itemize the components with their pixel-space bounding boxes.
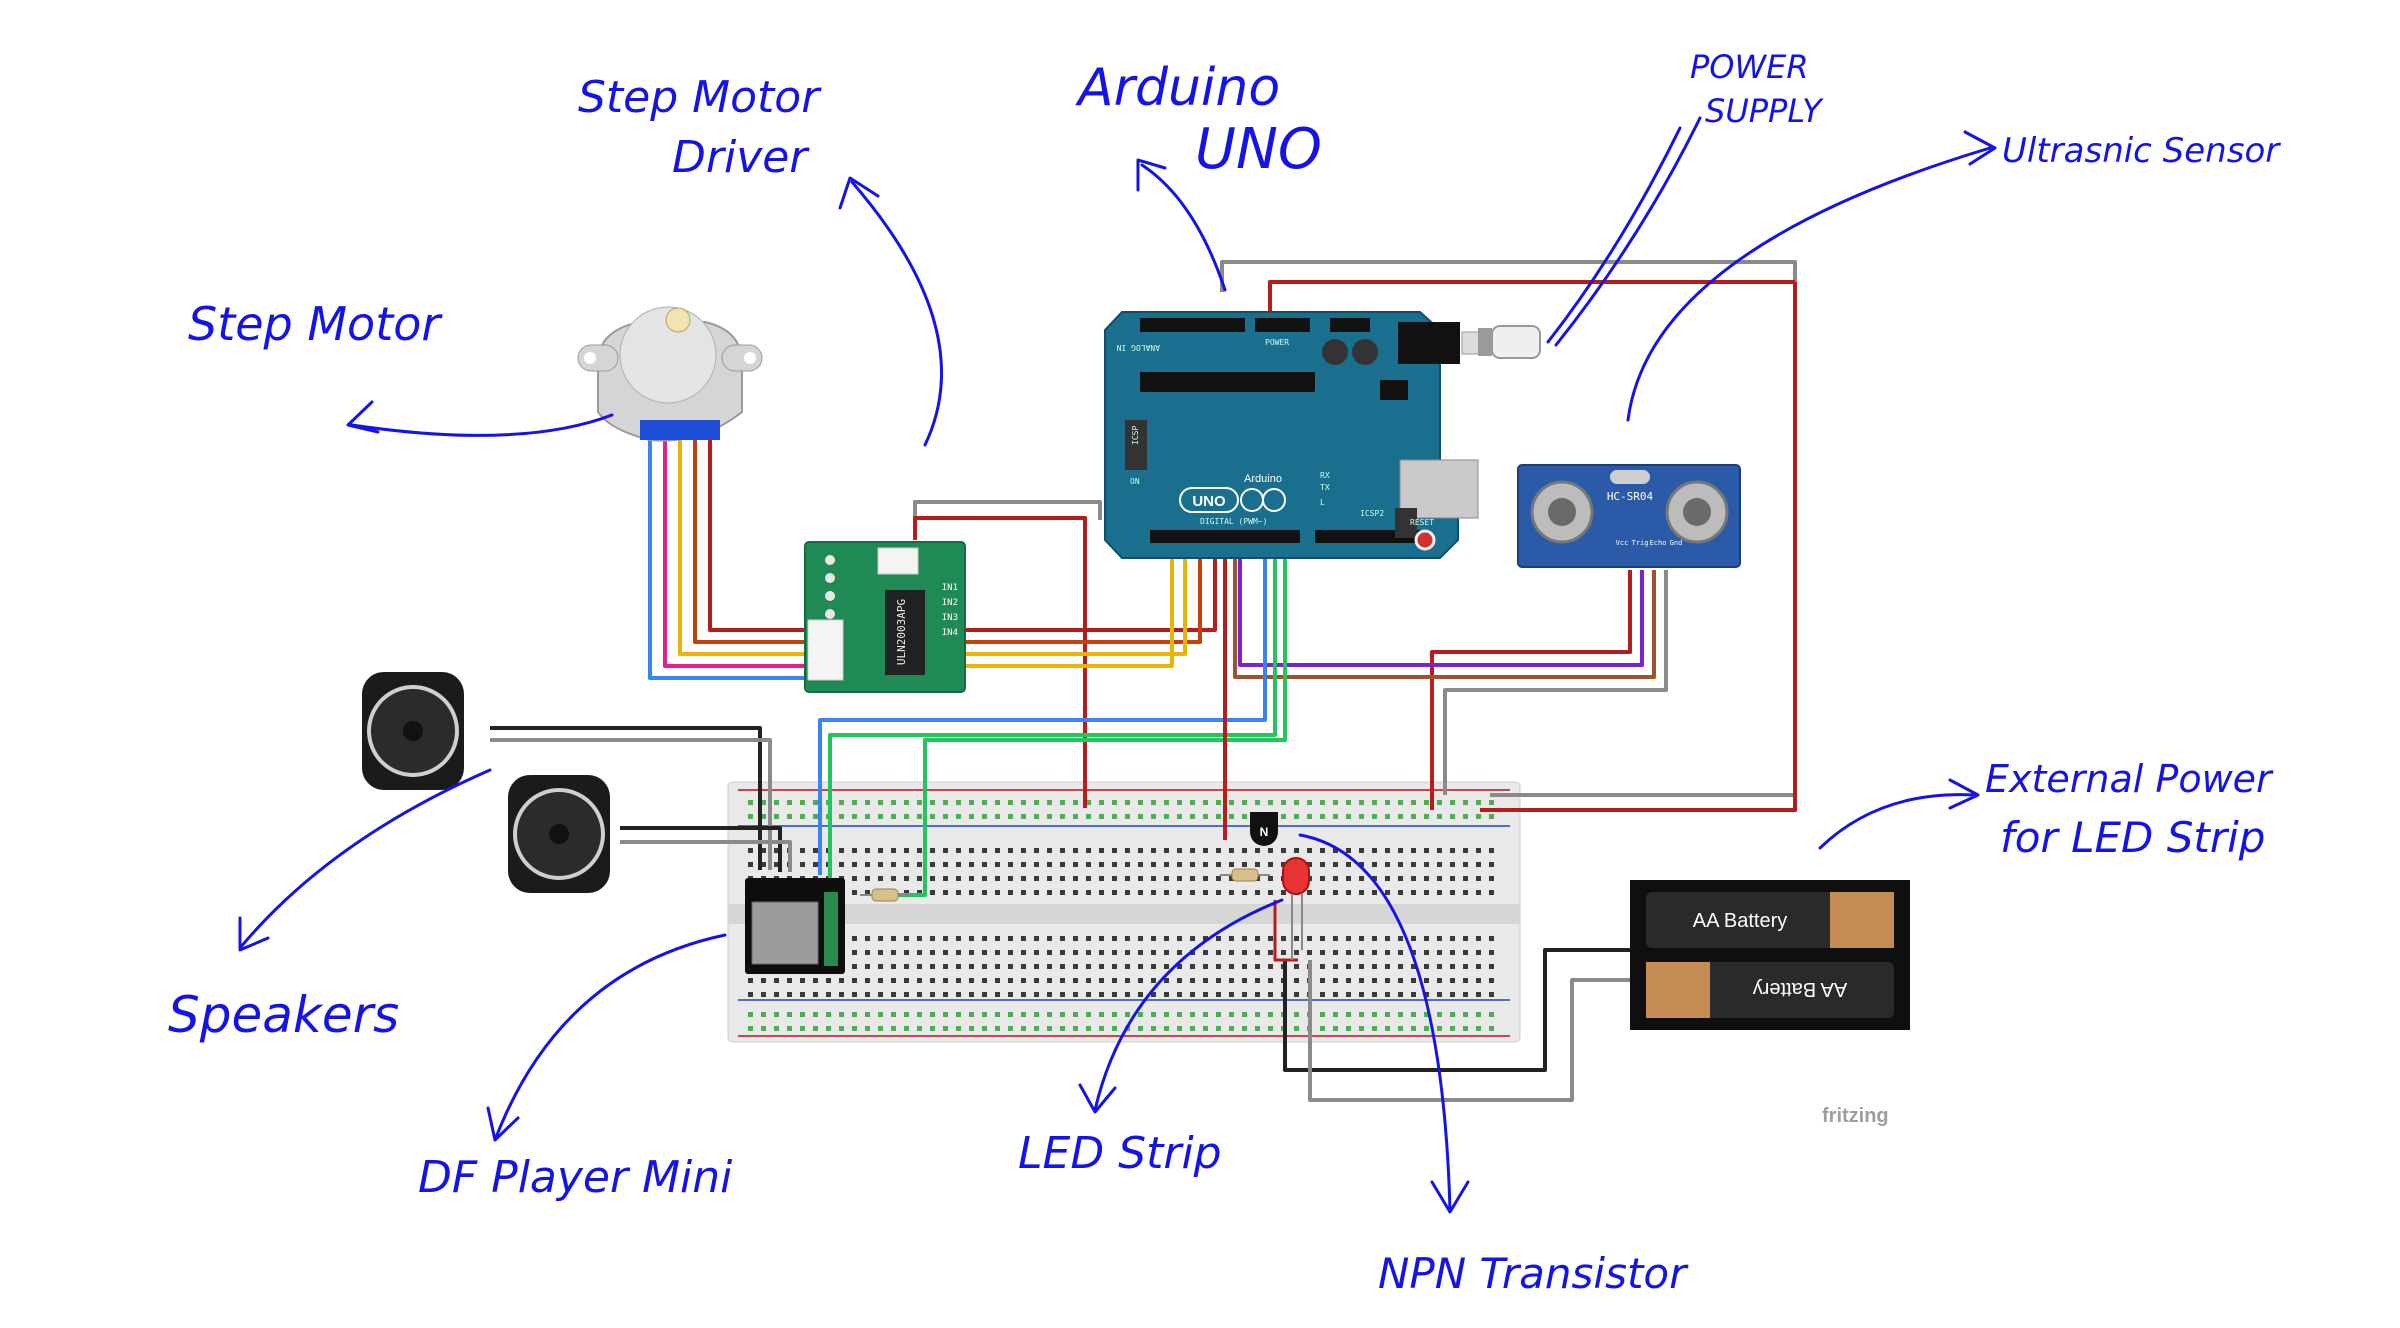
arduino-led-rx: RX — [1320, 471, 1330, 480]
arduino-icsp2-label: ICSP2 — [1360, 509, 1384, 518]
annotation-arrows — [238, 116, 1997, 1214]
step-motor — [577, 306, 763, 442]
npn-transistor: N — [1250, 812, 1278, 846]
arduino-led-on: ON — [1130, 477, 1140, 486]
arduino-header-digital: DIGITAL (PWM~) — [1200, 517, 1267, 526]
fritzing-watermark: fritzing — [1822, 1105, 1889, 1127]
wire-red-right-rail — [1480, 282, 1797, 812]
battery-label-1: AA Battery — [1693, 910, 1788, 932]
df-player-mini — [745, 878, 845, 974]
arduino-model-text: UNO — [1192, 493, 1226, 510]
driver-led-group — [825, 555, 835, 619]
battery-pack: AA Battery AA Battery — [1630, 880, 1910, 1030]
battery-label-2: AA Battery — [1753, 978, 1848, 1000]
arrow-power-supply — [1546, 116, 1702, 347]
breadboard — [727, 781, 1521, 1043]
led-leg-red — [1273, 900, 1298, 962]
red-led — [1282, 857, 1310, 960]
label-arduino-line2: UNO — [1195, 117, 1322, 182]
arduino-brand-text: Arduino — [1244, 473, 1282, 485]
arduino-logo: UNO Arduino — [1179, 473, 1286, 513]
wire-sensor-vcc — [1430, 570, 1632, 810]
sensor-model-label: HC-SR04 — [1607, 490, 1654, 503]
label-arduino-line1: Arduino — [1075, 58, 1280, 118]
wire-green-1 — [828, 555, 1277, 878]
battery-wire-black — [1283, 948, 1640, 1072]
wire-in3 — [950, 555, 1187, 656]
label-driver-line2: Driver — [672, 132, 810, 183]
arduino-icsp-label: ICSP — [1131, 426, 1140, 445]
arduino-reset-label: RESET — [1410, 518, 1434, 527]
motor-wire-blue — [648, 440, 810, 680]
battery-wire-gray — [1308, 960, 1640, 1102]
sensor-pin-echo: Echo — [1650, 539, 1667, 547]
arrow-driver — [838, 176, 943, 447]
driver-pin-in4: IN4 — [942, 628, 958, 638]
driver-pin-in1: IN1 — [942, 583, 958, 593]
label-step-motor: Step Motor — [188, 297, 443, 351]
speaker-2 — [508, 775, 610, 893]
sensor-pin-vcc: Vcc — [1616, 539, 1629, 547]
arrow-led — [1078, 898, 1284, 1114]
label-ultrasonic: Ultrasnic Sensor — [2002, 131, 2281, 171]
arduino-header-power: POWER — [1265, 338, 1289, 347]
resistor-2 — [1220, 868, 1270, 882]
arrow-sensor — [1626, 130, 1997, 422]
speaker2-wire-gray — [620, 840, 792, 872]
arduino-led-l: L — [1320, 498, 1325, 507]
wire-red-driver — [913, 516, 1087, 808]
wires — [490, 260, 1797, 1102]
label-external-line1: External Power — [1985, 757, 2274, 801]
label-df-player: DF Player Mini — [418, 1152, 733, 1203]
driver-pin-in3: IN3 — [942, 613, 958, 623]
label-npn: NPN Transistor — [1378, 1249, 1689, 1298]
motor-wire-yellow — [678, 440, 810, 656]
arduino-uno: ANALOG IN POWER DIGITAL (PWM~) ICSP ICSP… — [1104, 311, 1491, 559]
arrow-speakers — [238, 768, 492, 952]
arrow-npn — [1298, 833, 1470, 1214]
transistor-mark: N — [1260, 825, 1269, 839]
wire-in1 — [950, 555, 1217, 632]
speaker-1 — [362, 672, 464, 790]
wire-sensor-echo — [1233, 555, 1656, 679]
driver-pin-in2: IN2 — [942, 598, 958, 608]
speaker1-wire-black — [490, 726, 762, 870]
label-external-line2: for LED Strip — [2000, 813, 2265, 862]
arrow-external-power — [1818, 778, 1980, 850]
wire-gray-top — [1220, 260, 1797, 797]
wire-gray-driver — [913, 500, 1102, 540]
arrow-df-player — [486, 933, 727, 1142]
power-supply-plug — [1478, 325, 1541, 359]
stepper-driver-board: ULN2003APG IN1 IN2 IN3 IN4 — [804, 541, 966, 693]
wire-sensor-gnd — [1443, 570, 1668, 795]
sensor-pin-trig: Trig — [1632, 539, 1649, 547]
motor-wire-red — [708, 440, 810, 632]
label-power-line2: SUPPLY — [1705, 92, 1824, 130]
wire-in4 — [950, 555, 1174, 668]
resistor — [860, 888, 910, 902]
annotation-labels: Step Motor Step Motor Driver Arduino UNO… — [168, 48, 2281, 1298]
label-power-line1: POWER — [1690, 48, 1809, 86]
arduino-led-tx: TX — [1320, 483, 1330, 492]
label-driver-line1: Step Motor — [578, 72, 822, 123]
motor-wire-orange — [693, 440, 810, 644]
sensor-pin-gnd: Gnd — [1670, 539, 1683, 547]
arrow-step-motor — [346, 400, 614, 437]
wire-in2 — [950, 555, 1202, 644]
driver-chip-label: ULN2003APG — [895, 599, 908, 665]
wire-blue-dfplayer — [818, 555, 1267, 875]
speaker2-wire-black — [620, 826, 782, 872]
wire-sensor-trig — [1238, 555, 1644, 667]
arduino-header-analog: ANALOG IN — [1116, 343, 1160, 352]
arrow-arduino — [1136, 158, 1227, 292]
label-speakers: Speakers — [168, 986, 399, 1044]
ultrasonic-sensor: HC-SR04 Vcc Trig Echo Gnd — [1517, 464, 1741, 568]
label-led-strip: LED Strip — [1018, 1128, 1222, 1179]
motor-wire-pink — [663, 440, 810, 668]
